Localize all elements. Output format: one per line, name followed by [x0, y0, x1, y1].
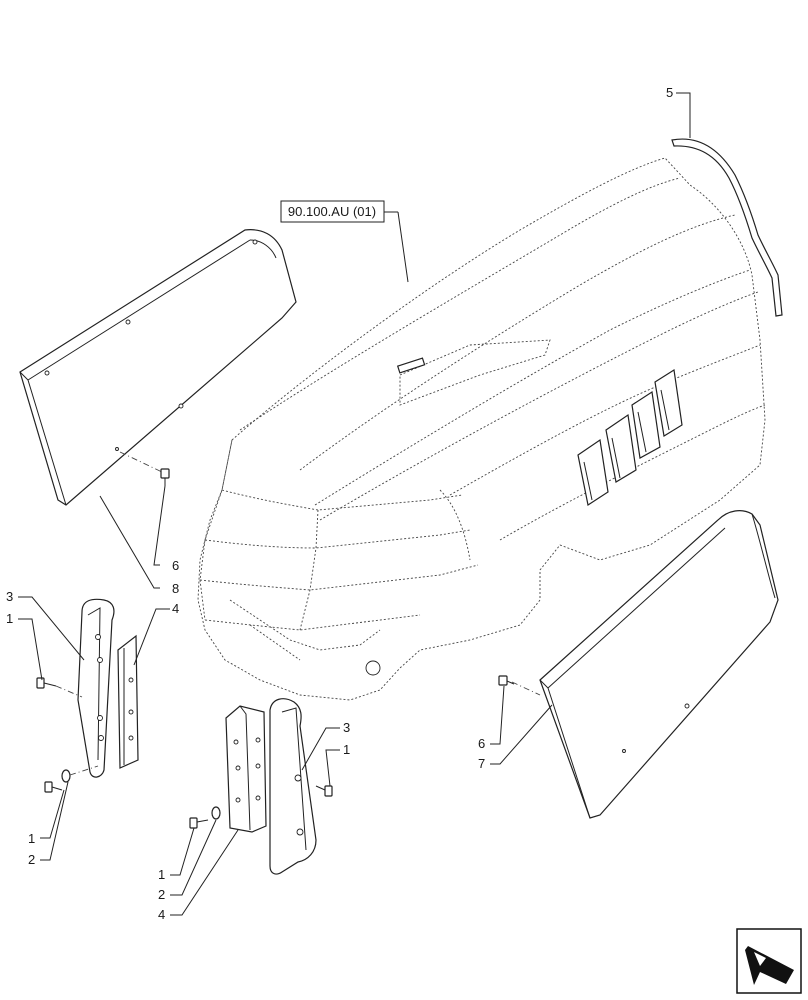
reference-box[interactable]: 90.100.AU (01): [280, 200, 398, 223]
bracket-part-3-mid: [269, 698, 317, 875]
callout-4-left: 4: [172, 601, 179, 616]
washer-part-2-mid: [211, 806, 221, 820]
callout-3-left: 3: [6, 589, 13, 604]
assembly-line: [511, 681, 541, 696]
trim-strip-part-5: [671, 138, 783, 317]
callout-5: 5: [666, 85, 673, 100]
callout-6-top: 6: [172, 558, 179, 573]
screw-part-6-right: [498, 675, 515, 686]
bracket-part-3-left: [77, 598, 115, 778]
screw-part-1-mid: [189, 817, 209, 829]
callout-1-mid-right: 1: [343, 742, 350, 757]
callout-2-mid: 2: [158, 887, 165, 902]
screw-part-1-left-lower: [44, 781, 63, 793]
hood-emblem: [396, 357, 426, 374]
callout-7: 7: [478, 756, 485, 771]
plate-part-4-left: [117, 634, 139, 769]
screw-part-1-left: [36, 677, 57, 689]
arrow-navigation-icon[interactable]: [736, 928, 802, 994]
side-panel-part-8: [19, 229, 297, 506]
assembly-line: [119, 451, 163, 473]
assembly-line: [69, 765, 99, 776]
side-panel-part-7: [539, 510, 779, 819]
callout-1-left: 1: [6, 611, 13, 626]
hood-assembly: [197, 157, 766, 701]
plate-part-4-mid: [225, 705, 267, 833]
screw-part-6-top: [160, 468, 170, 486]
callout-2-left-bottom: 2: [28, 852, 35, 867]
assembly-line: [55, 685, 83, 698]
reference-label: 90.100.AU (01): [288, 204, 376, 219]
callout-8: 8: [172, 581, 179, 596]
callout-3-mid: 3: [343, 720, 350, 735]
callout-4-mid: 4: [158, 907, 165, 922]
callout-6-right: 6: [478, 736, 485, 751]
callout-numbers: 5 6 8 3 1 4 1 2 3 1 1 2 4 6 7: [6, 85, 673, 922]
side-vents: [577, 368, 683, 506]
callout-1-mid: 1: [158, 867, 165, 882]
screw-part-1-mid-right: [315, 785, 333, 797]
callout-1-left-bottom: 1: [28, 831, 35, 846]
leader-lines: [18, 92, 691, 916]
washer-part-2-left: [61, 769, 71, 783]
